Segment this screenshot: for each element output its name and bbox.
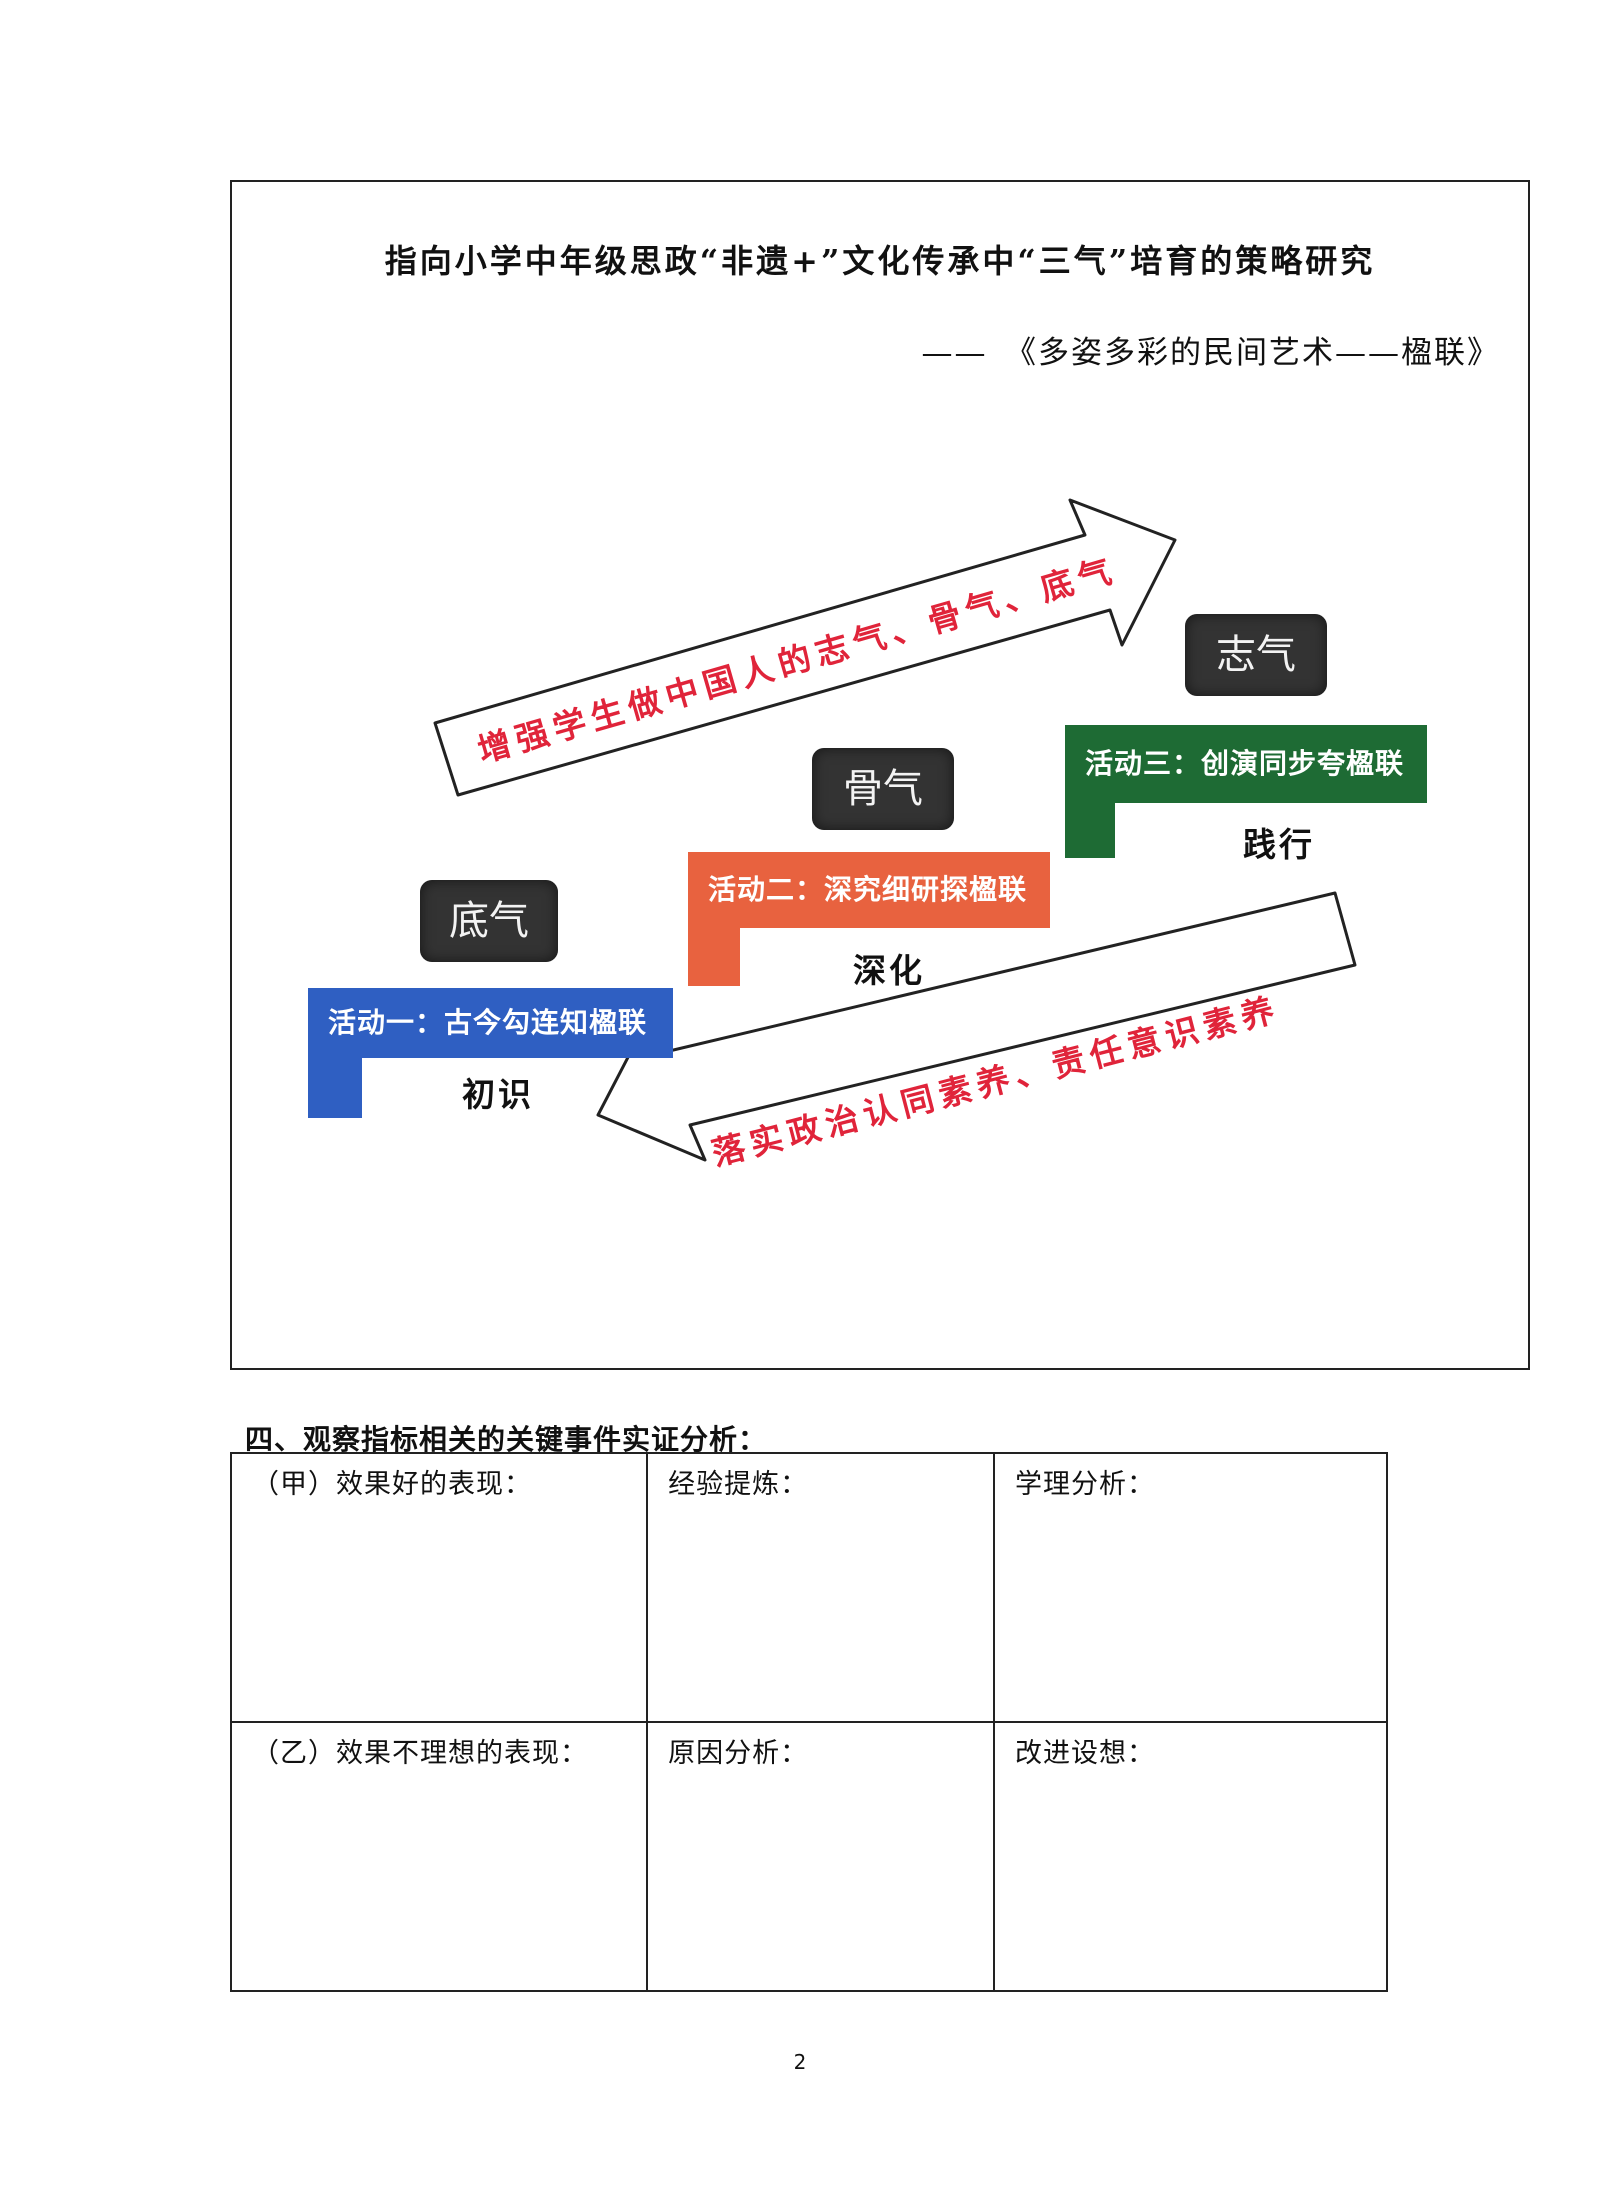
figure-subtitle: —— 《多姿多彩的民间艺术——楹联》: [921, 335, 1500, 371]
table-row: （甲）效果好的表现： 经验提炼： 学理分析：: [229, 1452, 1389, 1723]
table-row: （乙）效果不理想的表现： 原因分析： 改进设想：: [229, 1721, 1389, 1992]
qi-label-zhiqi: 志气: [1185, 614, 1327, 696]
cell-cause-analysis: 原因分析：: [646, 1721, 995, 1992]
stage-jianxing: 践行: [1243, 825, 1315, 864]
lower-arrow: [596, 891, 1357, 1162]
cell-good-performance: （甲）效果好的表现：: [229, 1452, 649, 1723]
stage-shenhua: 深化: [853, 951, 925, 990]
cell-poor-performance: （乙）效果不理想的表现：: [229, 1721, 649, 1992]
activity-two-leg: [688, 928, 740, 986]
figure-frame: [230, 180, 1530, 1370]
cell-theory-analysis: 学理分析：: [992, 1452, 1389, 1723]
qi-label-diqi: 底气: [420, 880, 558, 962]
cell-improvement: 改进设想：: [992, 1721, 1389, 1992]
analysis-table: （甲）效果好的表现： 经验提炼： 学理分析： （乙）效果不理想的表现： 原因分析…: [229, 1452, 1389, 1992]
figure-title: 指向小学中年级思政“非遗+”文化传承中“三气”培育的策略研究: [384, 242, 1376, 280]
activity-one-bar: 活动一：古今勾连知楹联: [308, 988, 673, 1058]
section-heading: 四、观察指标相关的关键事件实证分析：: [245, 1423, 768, 1456]
activity-three-leg: [1065, 803, 1115, 858]
cell-experience: 经验提炼：: [646, 1452, 995, 1723]
activity-two-bar: 活动二：深究细研探楹联: [688, 852, 1050, 928]
page-number: 2: [793, 2050, 807, 2074]
qi-label-guqi: 骨气: [812, 748, 954, 830]
activity-one-leg: [308, 1058, 362, 1118]
upper-arrow: [433, 498, 1177, 797]
stage-chushi: 初识: [462, 1075, 534, 1114]
activity-three-bar: 活动三：创演同步夸楹联: [1065, 725, 1427, 803]
